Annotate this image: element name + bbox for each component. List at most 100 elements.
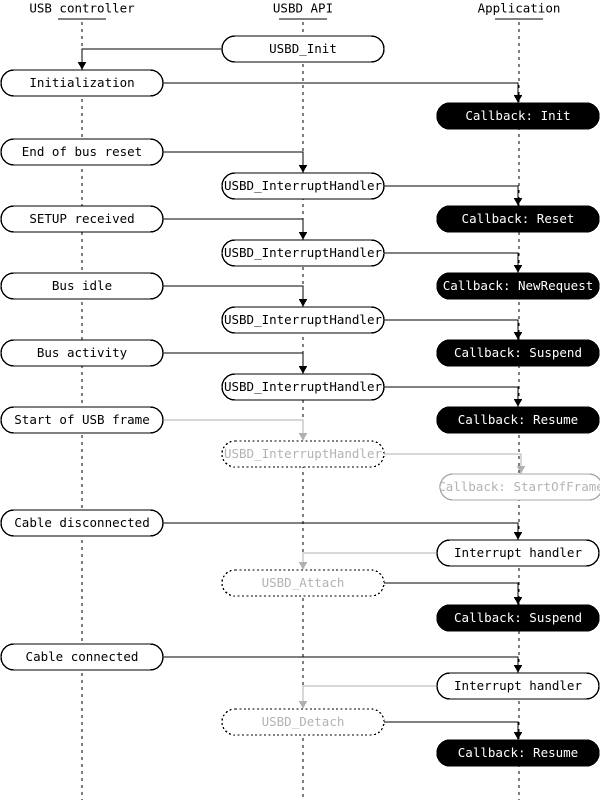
arrowhead-n01-to-n02 [77, 62, 87, 70]
node-shape-dotted [221, 440, 385, 468]
node-shape-black [436, 205, 600, 233]
column-header-usbd-api: USBD API [273, 1, 333, 16]
node-label: USBD_InterruptHandler [224, 178, 383, 193]
node-n15[interactable]: Callback: Resume [436, 406, 600, 434]
node-label: USBD_InterruptHandler [224, 245, 383, 260]
connection-n14-to-n15 [384, 386, 519, 406]
arrowhead-n10-to-n11 [298, 299, 308, 307]
node-n01[interactable]: USBD_Init [221, 35, 385, 63]
connection-n01-to-n02 [81, 48, 222, 69]
node-n22[interactable]: Callback: Suspend [436, 604, 600, 632]
node-label: Callback: Init [465, 108, 570, 123]
node-label: USBD_Detach [262, 714, 345, 729]
node-label: Start of USB frame [14, 412, 149, 427]
node-n26[interactable]: Callback: Resume [436, 739, 600, 767]
connection-n07-to-n08 [163, 218, 304, 239]
node-shape-white [436, 539, 600, 567]
column-header-application: Application [478, 1, 561, 16]
arrowhead-n20-to-n21 [298, 562, 308, 570]
arrowhead-n14-to-n15 [513, 399, 523, 407]
node-shape-black [436, 339, 600, 367]
arrowhead-n23-to-n24 [513, 665, 523, 673]
node-n19[interactable]: Cable disconnected [0, 509, 164, 537]
connection-n23-to-n24 [163, 656, 519, 672]
arrowhead-n04-to-n05 [298, 165, 308, 173]
connections-layer [77, 48, 526, 740]
node-label: USBD_InterruptHandler [224, 379, 383, 394]
node-n13[interactable]: Bus activity [0, 339, 164, 367]
node-shape-white [0, 406, 164, 434]
node-shape-white [0, 339, 164, 367]
node-label: USBD_InterruptHandler [224, 312, 383, 327]
node-n10[interactable]: Bus idle [0, 272, 164, 300]
connection-n04-to-n05 [163, 151, 304, 172]
node-shape-white [0, 643, 164, 671]
node-n07[interactable]: SETUP received [0, 205, 164, 233]
node-n16[interactable]: Start of USB frame [0, 406, 164, 434]
node-shape-black [436, 272, 600, 300]
node-shape-white [0, 272, 164, 300]
column-headers-layer: USB controller USBD API Application [29, 1, 560, 20]
node-n12[interactable]: Callback: Suspend [436, 339, 600, 367]
node-shape-black [436, 739, 600, 767]
connection-n16-to-n17 [163, 419, 304, 440]
node-n17[interactable]: USBD_InterruptHandler [221, 440, 385, 468]
node-shape-white [0, 138, 164, 166]
node-label: Callback: NewRequest [443, 278, 594, 293]
node-n02[interactable]: Initialization [0, 69, 164, 97]
connection-n20-to-n21 [302, 552, 437, 569]
node-label: Callback: Suspend [454, 610, 582, 625]
node-shape-white [221, 172, 385, 200]
arrowhead-n08-to-n09 [513, 265, 523, 273]
node-shape-white [221, 373, 385, 401]
node-label: Bus activity [37, 345, 128, 360]
connection-n05-to-n06 [384, 185, 519, 205]
node-n24[interactable]: Interrupt handler [436, 672, 600, 700]
arrowhead-n25-to-n26 [513, 732, 523, 740]
node-shape-white [221, 239, 385, 267]
node-n03[interactable]: Callback: Init [436, 102, 600, 130]
arrowhead-n13-to-n14 [298, 366, 308, 374]
node-shape-grey [439, 473, 600, 501]
node-n23[interactable]: Cable connected [0, 643, 164, 671]
connection-n02-to-n03 [163, 82, 519, 102]
column-header-usb-controller: USB controller [29, 1, 135, 16]
node-n18[interactable]: Callback: StartOfFrame [438, 473, 600, 501]
node-shape-white [0, 69, 164, 97]
node-n09[interactable]: Callback: NewRequest [436, 272, 600, 300]
node-shape-black [436, 604, 600, 632]
node-n21[interactable]: USBD_Attach [221, 569, 385, 597]
node-n25[interactable]: USBD_Detach [221, 708, 385, 736]
node-n04[interactable]: End of bus reset [0, 138, 164, 166]
node-shape-white [221, 306, 385, 334]
arrowhead-n07-to-n08 [298, 232, 308, 240]
connection-n11-to-n12 [384, 319, 519, 339]
node-n14[interactable]: USBD_InterruptHandler [221, 373, 385, 401]
node-shape-dotted [221, 708, 385, 736]
node-n06[interactable]: Callback: Reset [436, 205, 600, 233]
connection-n10-to-n11 [163, 285, 304, 306]
node-label: Interrupt handler [454, 545, 582, 560]
node-n20[interactable]: Interrupt handler [436, 539, 600, 567]
connection-n13-to-n14 [163, 352, 304, 373]
arrowhead-n19-to-n20 [513, 532, 523, 540]
node-shape-white [221, 35, 385, 63]
arrowhead-n21-to-n22 [513, 597, 523, 605]
node-label: USBD_Attach [262, 575, 345, 590]
node-n08[interactable]: USBD_InterruptHandler [221, 239, 385, 267]
connection-n21-to-n22 [384, 582, 519, 604]
arrowhead-n05-to-n06 [513, 198, 523, 206]
node-label: Initialization [29, 75, 134, 90]
arrowhead-n11-to-n12 [513, 332, 523, 340]
node-shape-white [0, 509, 164, 537]
arrowhead-n24-to-n25 [298, 701, 308, 709]
node-shape-black [436, 102, 600, 130]
node-label: Cable disconnected [14, 515, 149, 530]
node-n05[interactable]: USBD_InterruptHandler [221, 172, 385, 200]
connection-n24-to-n25 [302, 685, 437, 708]
node-n11[interactable]: USBD_InterruptHandler [221, 306, 385, 334]
connection-n17-to-n18 [384, 453, 522, 473]
